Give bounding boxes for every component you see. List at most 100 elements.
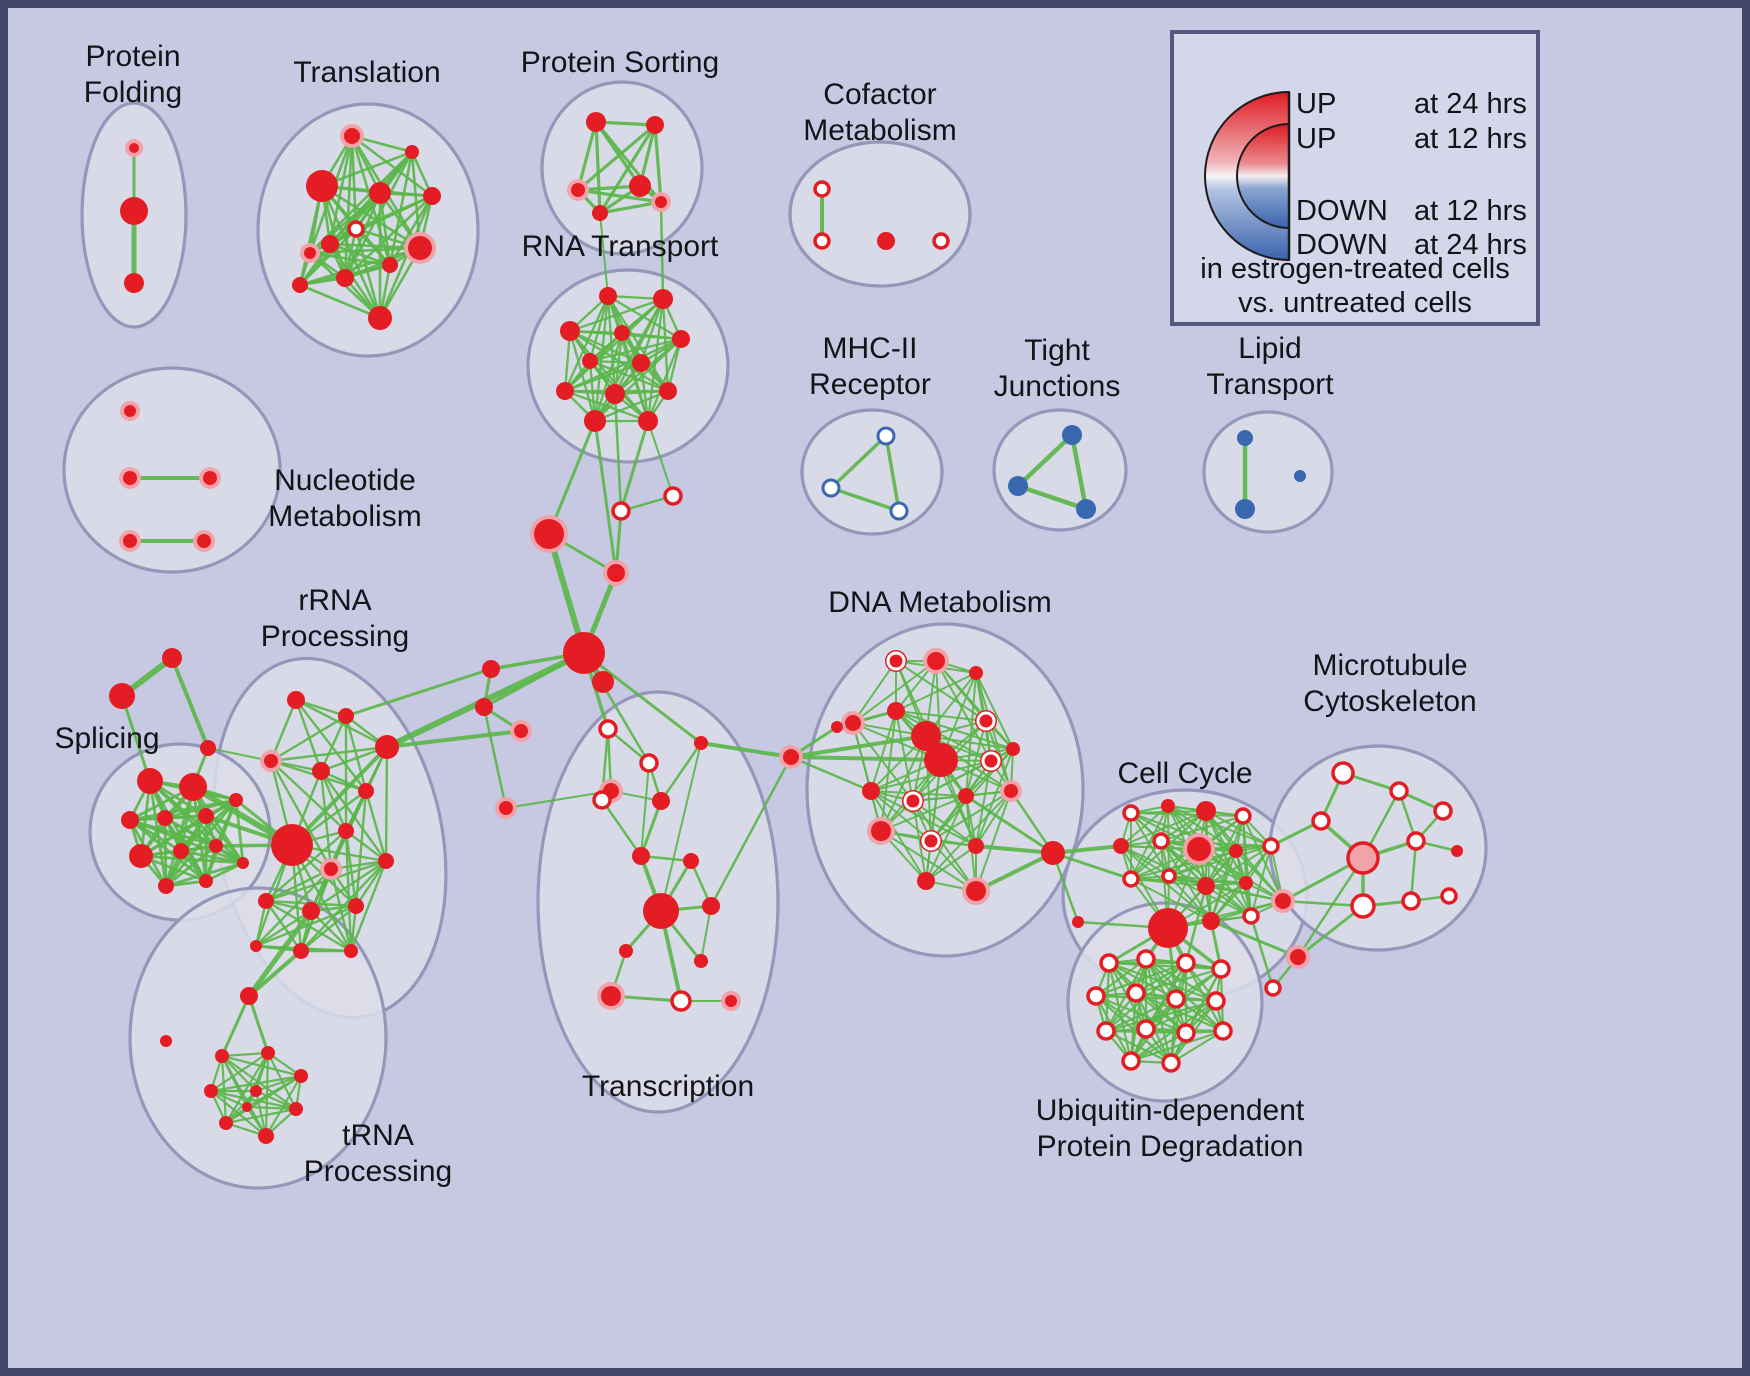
node-tx5[interactable] (652, 792, 670, 810)
node-tx13[interactable] (597, 982, 625, 1010)
node-cc9[interactable] (1262, 837, 1280, 855)
node-t4[interactable] (369, 182, 391, 204)
node-ub3[interactable] (1176, 953, 1196, 973)
node-mc7[interactable] (1451, 845, 1463, 857)
node-ub10[interactable] (1136, 1019, 1156, 1039)
node-sp9[interactable] (209, 839, 223, 853)
node-f17[interactable] (1286, 945, 1310, 969)
node-rr7[interactable] (271, 824, 313, 866)
node-tj1[interactable] (1062, 425, 1082, 445)
node-ub1[interactable] (1099, 953, 1119, 973)
node-sp6[interactable] (229, 793, 243, 807)
node-tx10[interactable] (702, 897, 720, 915)
node-mh1[interactable] (876, 426, 896, 446)
node-dm12[interactable] (902, 790, 924, 812)
node-rr1[interactable] (287, 691, 305, 709)
node-f16[interactable] (1072, 916, 1084, 928)
node-tj3[interactable] (1076, 499, 1096, 519)
node-f9[interactable] (510, 720, 532, 742)
node-tx11[interactable] (619, 944, 633, 958)
node-tx14[interactable] (670, 990, 692, 1012)
node-cc7[interactable] (1183, 833, 1215, 865)
node-tx7[interactable] (632, 847, 650, 865)
node-ub6[interactable] (1126, 983, 1146, 1003)
node-nm4[interactable] (119, 530, 141, 552)
node-ub2[interactable] (1136, 949, 1156, 969)
node-f4[interactable] (603, 560, 629, 586)
node-rr15[interactable] (344, 944, 358, 958)
node-dm11[interactable] (862, 782, 880, 800)
node-mc3[interactable] (1433, 801, 1453, 821)
node-t3[interactable] (306, 170, 338, 202)
node-ps4[interactable] (629, 175, 651, 197)
node-ub11[interactable] (1176, 1023, 1196, 1043)
node-f8[interactable] (475, 698, 493, 716)
node-cm1[interactable] (813, 180, 831, 198)
node-f15[interactable] (1041, 841, 1065, 865)
node-tr6[interactable] (204, 1084, 218, 1098)
node-cc6[interactable] (1152, 832, 1170, 850)
node-rr5[interactable] (312, 762, 330, 780)
node-rt4[interactable] (614, 325, 630, 341)
node-lt3[interactable] (1294, 470, 1306, 482)
node-f6[interactable] (592, 671, 614, 693)
node-f7[interactable] (482, 660, 500, 678)
node-nm2[interactable] (119, 467, 141, 489)
node-dm6[interactable] (911, 721, 941, 751)
node-cm3[interactable] (877, 232, 895, 250)
node-dm10[interactable] (980, 750, 1002, 772)
node-tx2[interactable] (639, 753, 659, 773)
node-cc14[interactable] (1148, 908, 1188, 948)
node-dm2[interactable] (923, 648, 949, 674)
node-cm2[interactable] (813, 232, 831, 250)
node-tx12[interactable] (694, 954, 708, 968)
node-ub14[interactable] (1161, 1053, 1181, 1073)
node-ub13[interactable] (1121, 1051, 1141, 1071)
node-tx1[interactable] (598, 719, 618, 739)
node-tx3[interactable] (694, 736, 708, 750)
node-mc1[interactable] (1331, 761, 1355, 785)
node-nm3[interactable] (199, 467, 221, 489)
node-mc2[interactable] (1389, 781, 1409, 801)
node-tx15[interactable] (721, 991, 741, 1011)
node-dm19[interactable] (962, 877, 990, 905)
node-rr4[interactable] (260, 750, 282, 772)
node-t9[interactable] (321, 235, 339, 253)
node-pf2[interactable] (120, 197, 148, 225)
node-rr8[interactable] (338, 823, 354, 839)
node-rr2[interactable] (338, 708, 354, 724)
node-ps1[interactable] (586, 112, 606, 132)
node-nm5[interactable] (193, 530, 215, 552)
node-sp4[interactable] (157, 810, 173, 826)
node-ub5[interactable] (1086, 986, 1106, 1006)
node-mh3[interactable] (889, 501, 909, 521)
node-sp2[interactable] (179, 773, 207, 801)
node-tx9[interactable] (643, 893, 679, 929)
node-ub7[interactable] (1166, 989, 1186, 1009)
node-tr7[interactable] (250, 1085, 262, 1097)
node-ub4[interactable] (1211, 959, 1231, 979)
node-dm4[interactable] (841, 711, 865, 735)
node-dm7[interactable] (924, 743, 958, 777)
node-sp1[interactable] (137, 768, 163, 794)
node-sp3[interactable] (121, 811, 139, 829)
node-f3[interactable] (663, 486, 683, 506)
node-tr3[interactable] (215, 1049, 229, 1063)
node-mh2[interactable] (821, 478, 841, 498)
node-tr11[interactable] (242, 1102, 252, 1112)
node-dm18[interactable] (917, 872, 935, 890)
node-tr10[interactable] (258, 1128, 274, 1144)
node-fs2[interactable] (109, 683, 135, 709)
node-rt1[interactable] (599, 287, 617, 305)
node-ps5[interactable] (592, 205, 608, 221)
node-rt12[interactable] (638, 411, 658, 431)
node-pf1[interactable] (125, 139, 143, 157)
node-dm15[interactable] (867, 817, 895, 845)
node-ps2[interactable] (646, 116, 664, 134)
node-t10[interactable] (382, 257, 398, 273)
node-ps3[interactable] (567, 179, 589, 201)
node-f14[interactable] (831, 721, 843, 733)
node-rr6[interactable] (358, 783, 374, 799)
node-f2[interactable] (611, 501, 631, 521)
node-dm14[interactable] (1000, 780, 1022, 802)
